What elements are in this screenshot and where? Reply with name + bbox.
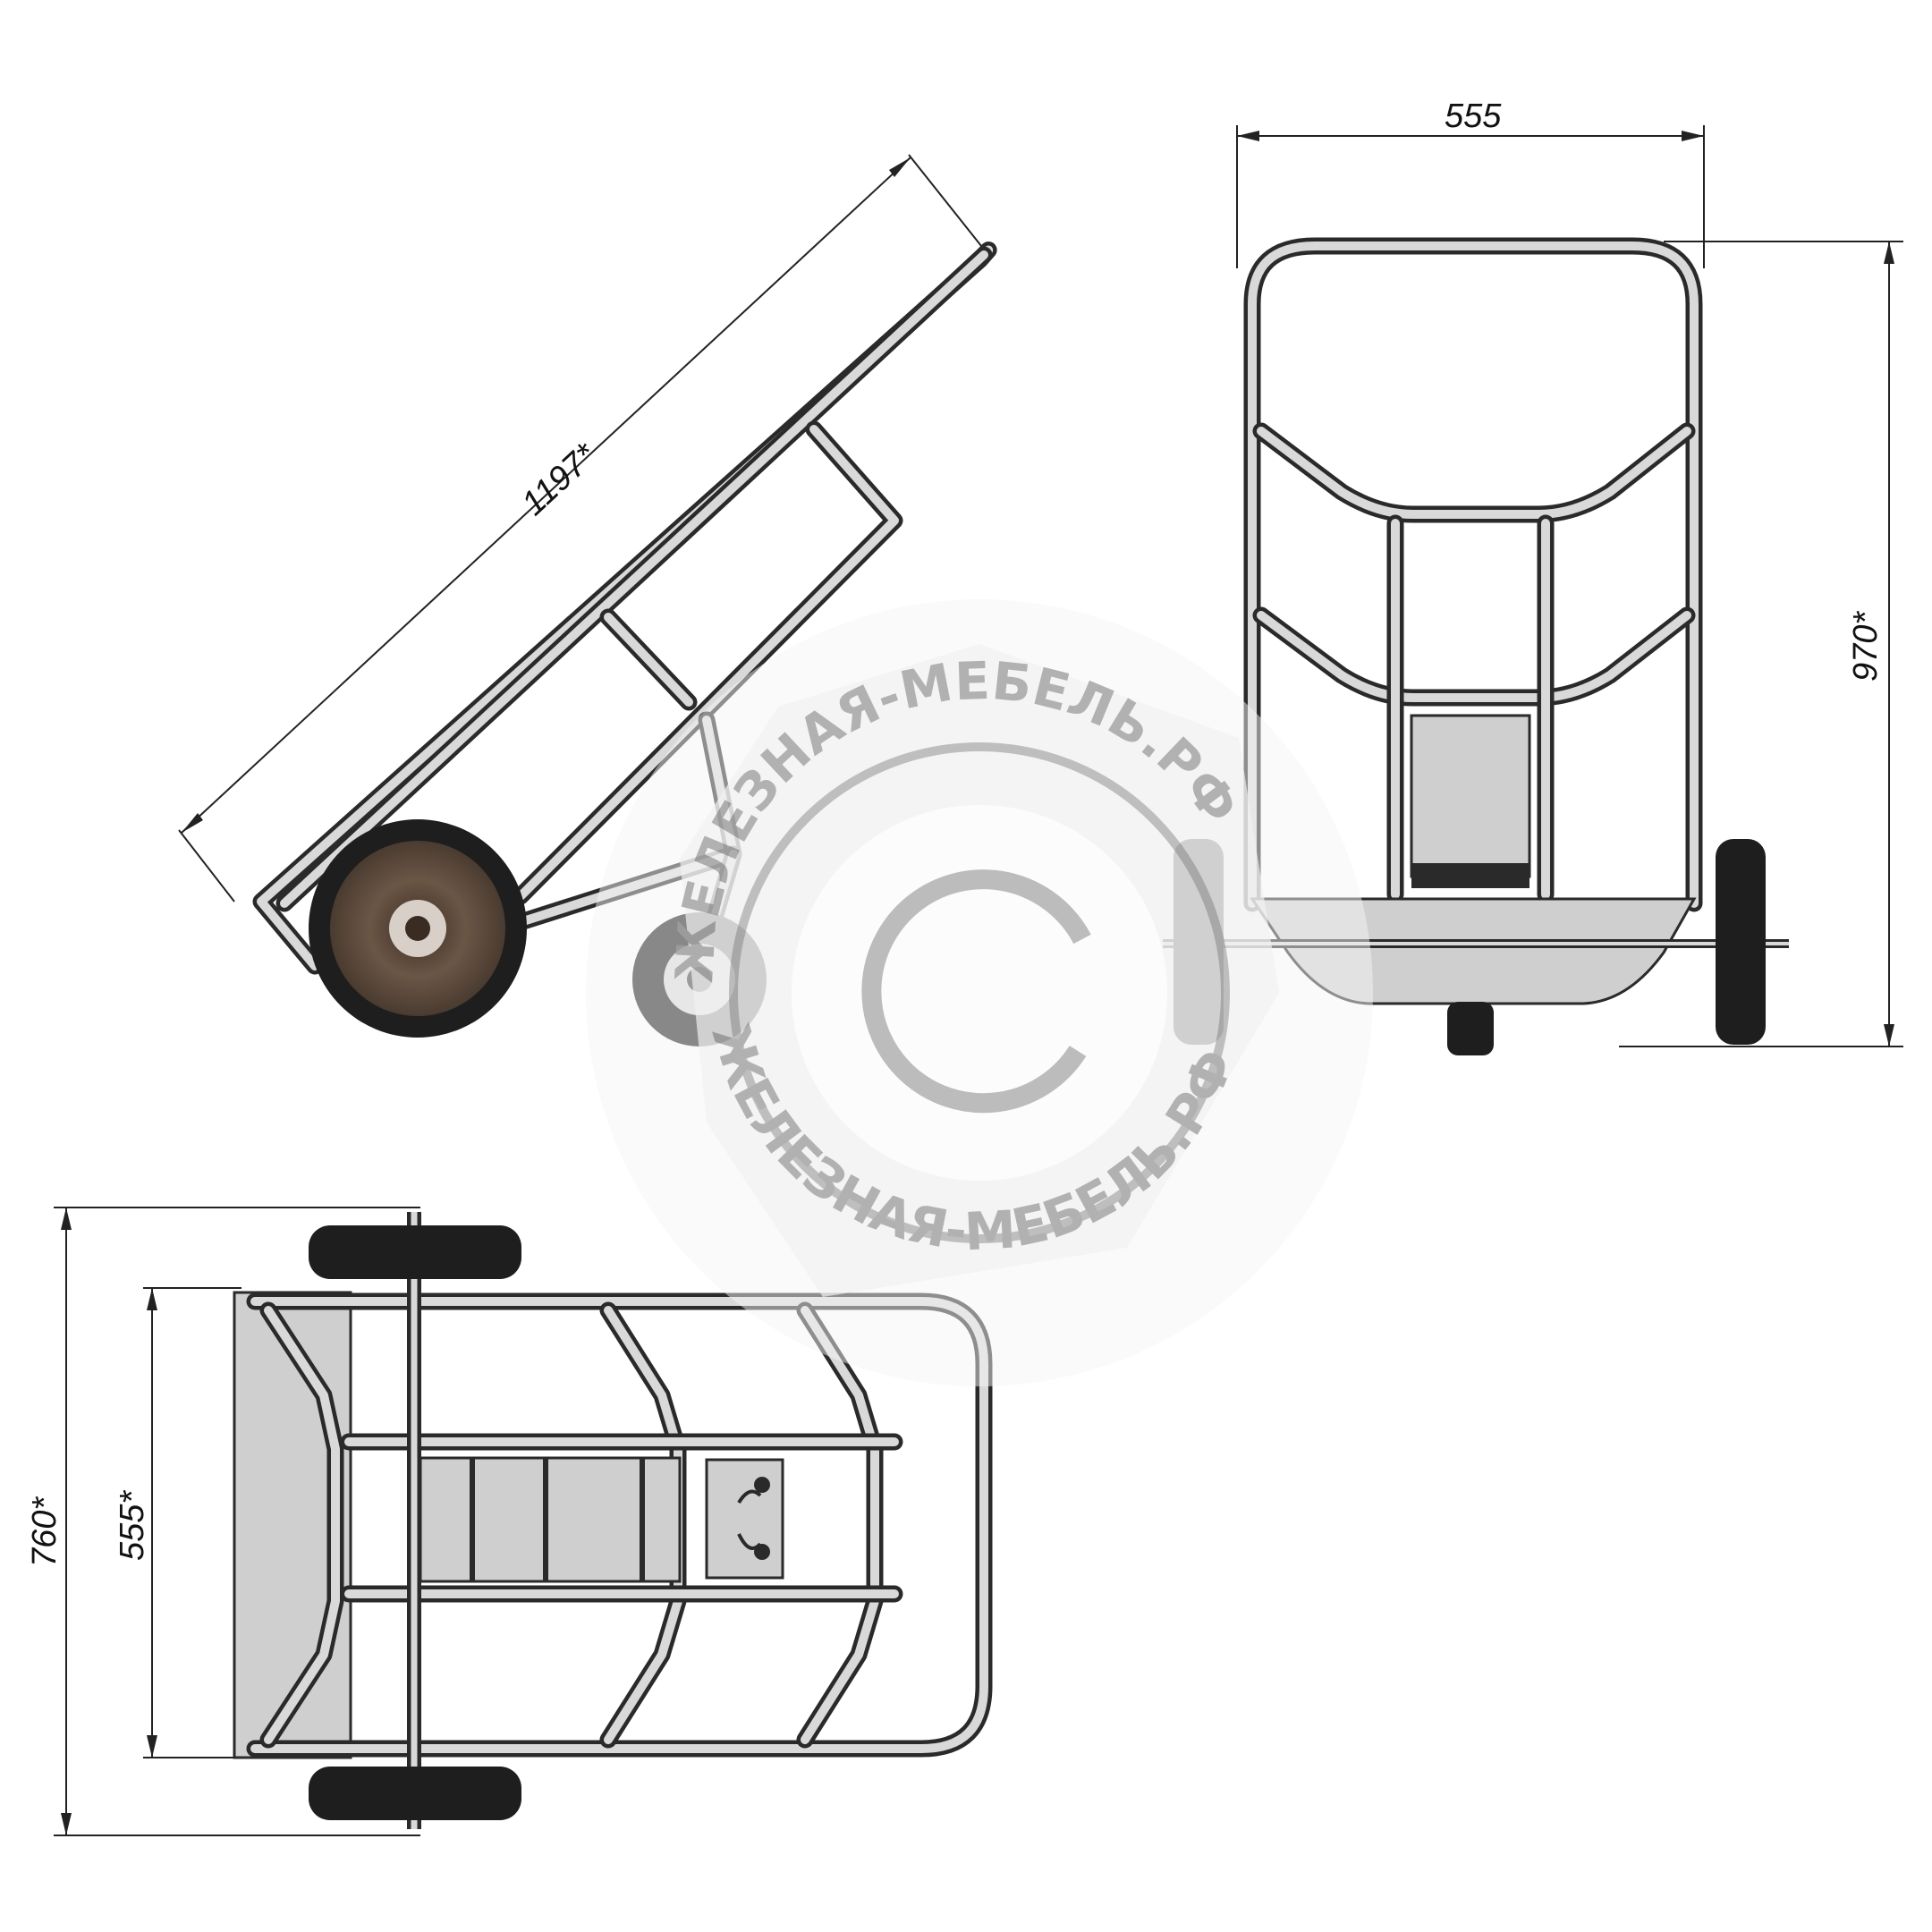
handle-icon	[737, 1477, 770, 1560]
dimension-label-side-length: 1197*	[515, 436, 605, 522]
dimension-front-height: 970*	[1619, 241, 1903, 1047]
front-panel	[1410, 714, 1531, 878]
dimension-label-top-inner: 555*	[114, 1490, 151, 1561]
side-main-wheel	[309, 819, 527, 1038]
top-wheel-lower	[309, 1767, 521, 1820]
dimension-front-width: 555	[1236, 97, 1705, 268]
top-wheel-upper	[309, 1225, 521, 1279]
dimension-label-front-width: 555	[1445, 97, 1502, 135]
top-view: 760* 555*	[26, 1207, 993, 1836]
dimension-top-inner: 555*	[114, 1287, 242, 1758]
dimension-top-outer: 760*	[26, 1207, 420, 1836]
dimension-label-front-height: 970*	[1847, 611, 1885, 682]
watermark-logo: ЖЕЛЕЗНАЯ-МЕБЕЛЬ.РФ ЖЕЛЕЗНАЯ-МЕБЕЛЬ.РФ	[586, 599, 1373, 1386]
front-right-wheel	[1716, 839, 1766, 1045]
top-inner-panel	[419, 1456, 682, 1583]
front-base-plate	[1250, 897, 1697, 1005]
front-caster-wheel	[1447, 1002, 1494, 1055]
dimension-label-top-outer: 760*	[26, 1496, 64, 1567]
